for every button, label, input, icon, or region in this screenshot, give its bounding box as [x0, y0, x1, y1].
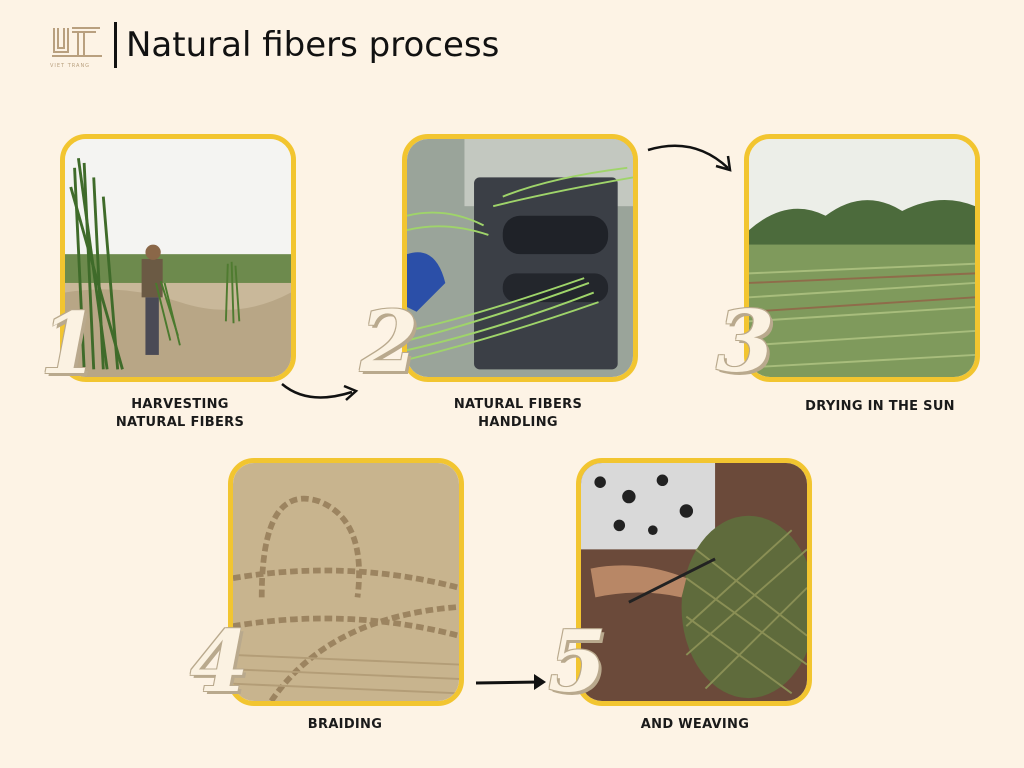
photo-weaving: [576, 458, 812, 706]
step-number-3: 3: [716, 292, 775, 391]
photo-braiding: [228, 458, 464, 706]
logo-text: VIET TRANG: [50, 63, 91, 69]
arrow-2-to-3-icon: [647, 144, 732, 172]
step-number-2: 2: [360, 292, 419, 391]
title-divider: [114, 22, 117, 68]
caption-weaving: AND WEAVING: [640, 717, 750, 732]
caption-harvesting: HARVESTING NATURAL FIBERS: [115, 397, 245, 430]
photo-harvesting: [60, 134, 296, 382]
caption-handling: NATURAL FIBERS HANDLING: [453, 397, 583, 430]
arrow-4-to-5-icon: [475, 674, 546, 690]
step-number-5: 5: [548, 612, 607, 711]
viet-trang-logo-icon: [52, 27, 102, 57]
caption-drying: DRYING IN THE SUN: [805, 399, 955, 414]
step-number-4: 4: [190, 612, 249, 711]
arrow-1-to-2-icon: [281, 383, 359, 401]
caption-braiding: BRAIDING: [307, 717, 383, 732]
page-title: Natural fibers process: [126, 25, 500, 65]
step-number-1: 1: [40, 294, 99, 393]
photo-handling: [402, 134, 638, 382]
photo-drying: [744, 134, 980, 382]
